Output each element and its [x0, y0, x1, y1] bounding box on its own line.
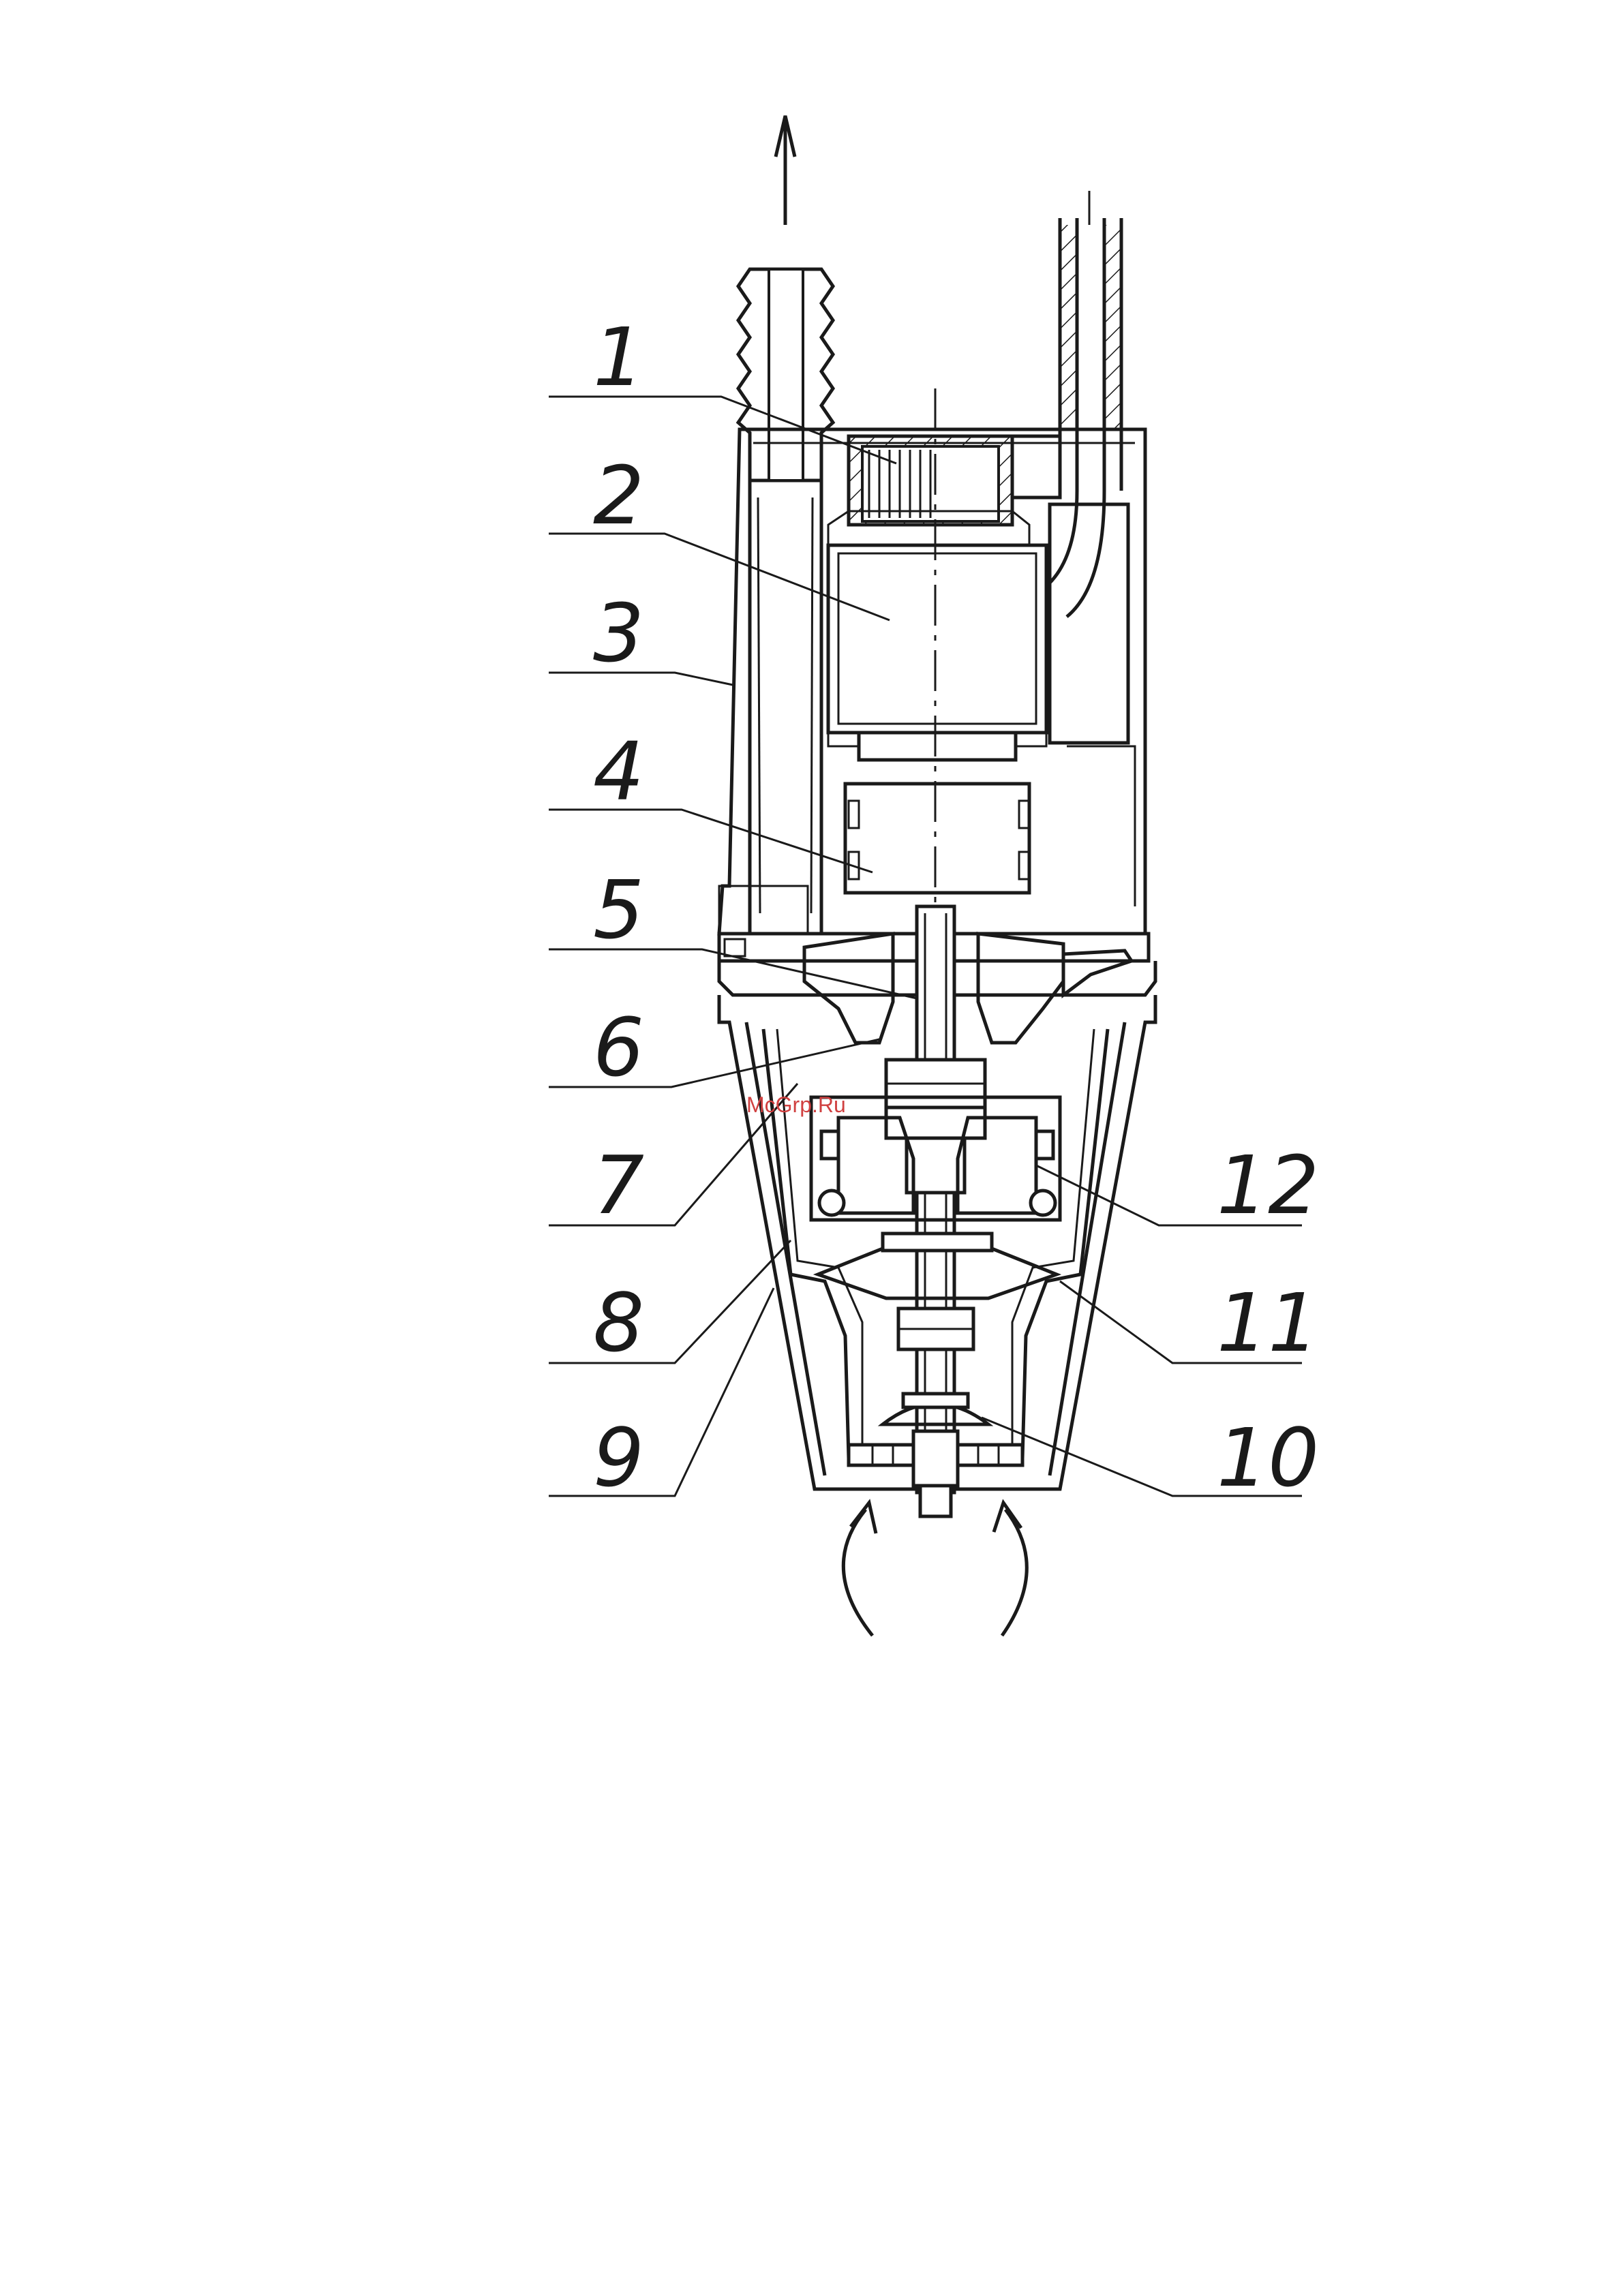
callout-4: 4	[593, 724, 644, 818]
callout-11: 11	[1217, 1276, 1319, 1370]
callout-3: 3	[593, 586, 644, 680]
callout-5: 5	[593, 863, 644, 957]
outlet-fitting	[738, 269, 833, 480]
curved-arrow-icon	[843, 1503, 1027, 1636]
callout-12: 12	[1217, 1138, 1319, 1232]
callout-10: 10	[1217, 1411, 1319, 1505]
callout-6: 6	[593, 1000, 644, 1095]
arrow-up-icon	[776, 116, 795, 225]
callout-1: 1	[593, 310, 644, 404]
power-cable	[1046, 191, 1121, 617]
callout-7: 7	[593, 1138, 644, 1232]
callout-9: 9	[593, 1411, 644, 1505]
callout-8: 8	[593, 1276, 644, 1370]
watermark: McGrp.Ru	[746, 1092, 846, 1117]
electromagnet-coil	[828, 545, 1046, 760]
callout-2: 2	[593, 448, 644, 542]
armature	[845, 746, 1135, 906]
